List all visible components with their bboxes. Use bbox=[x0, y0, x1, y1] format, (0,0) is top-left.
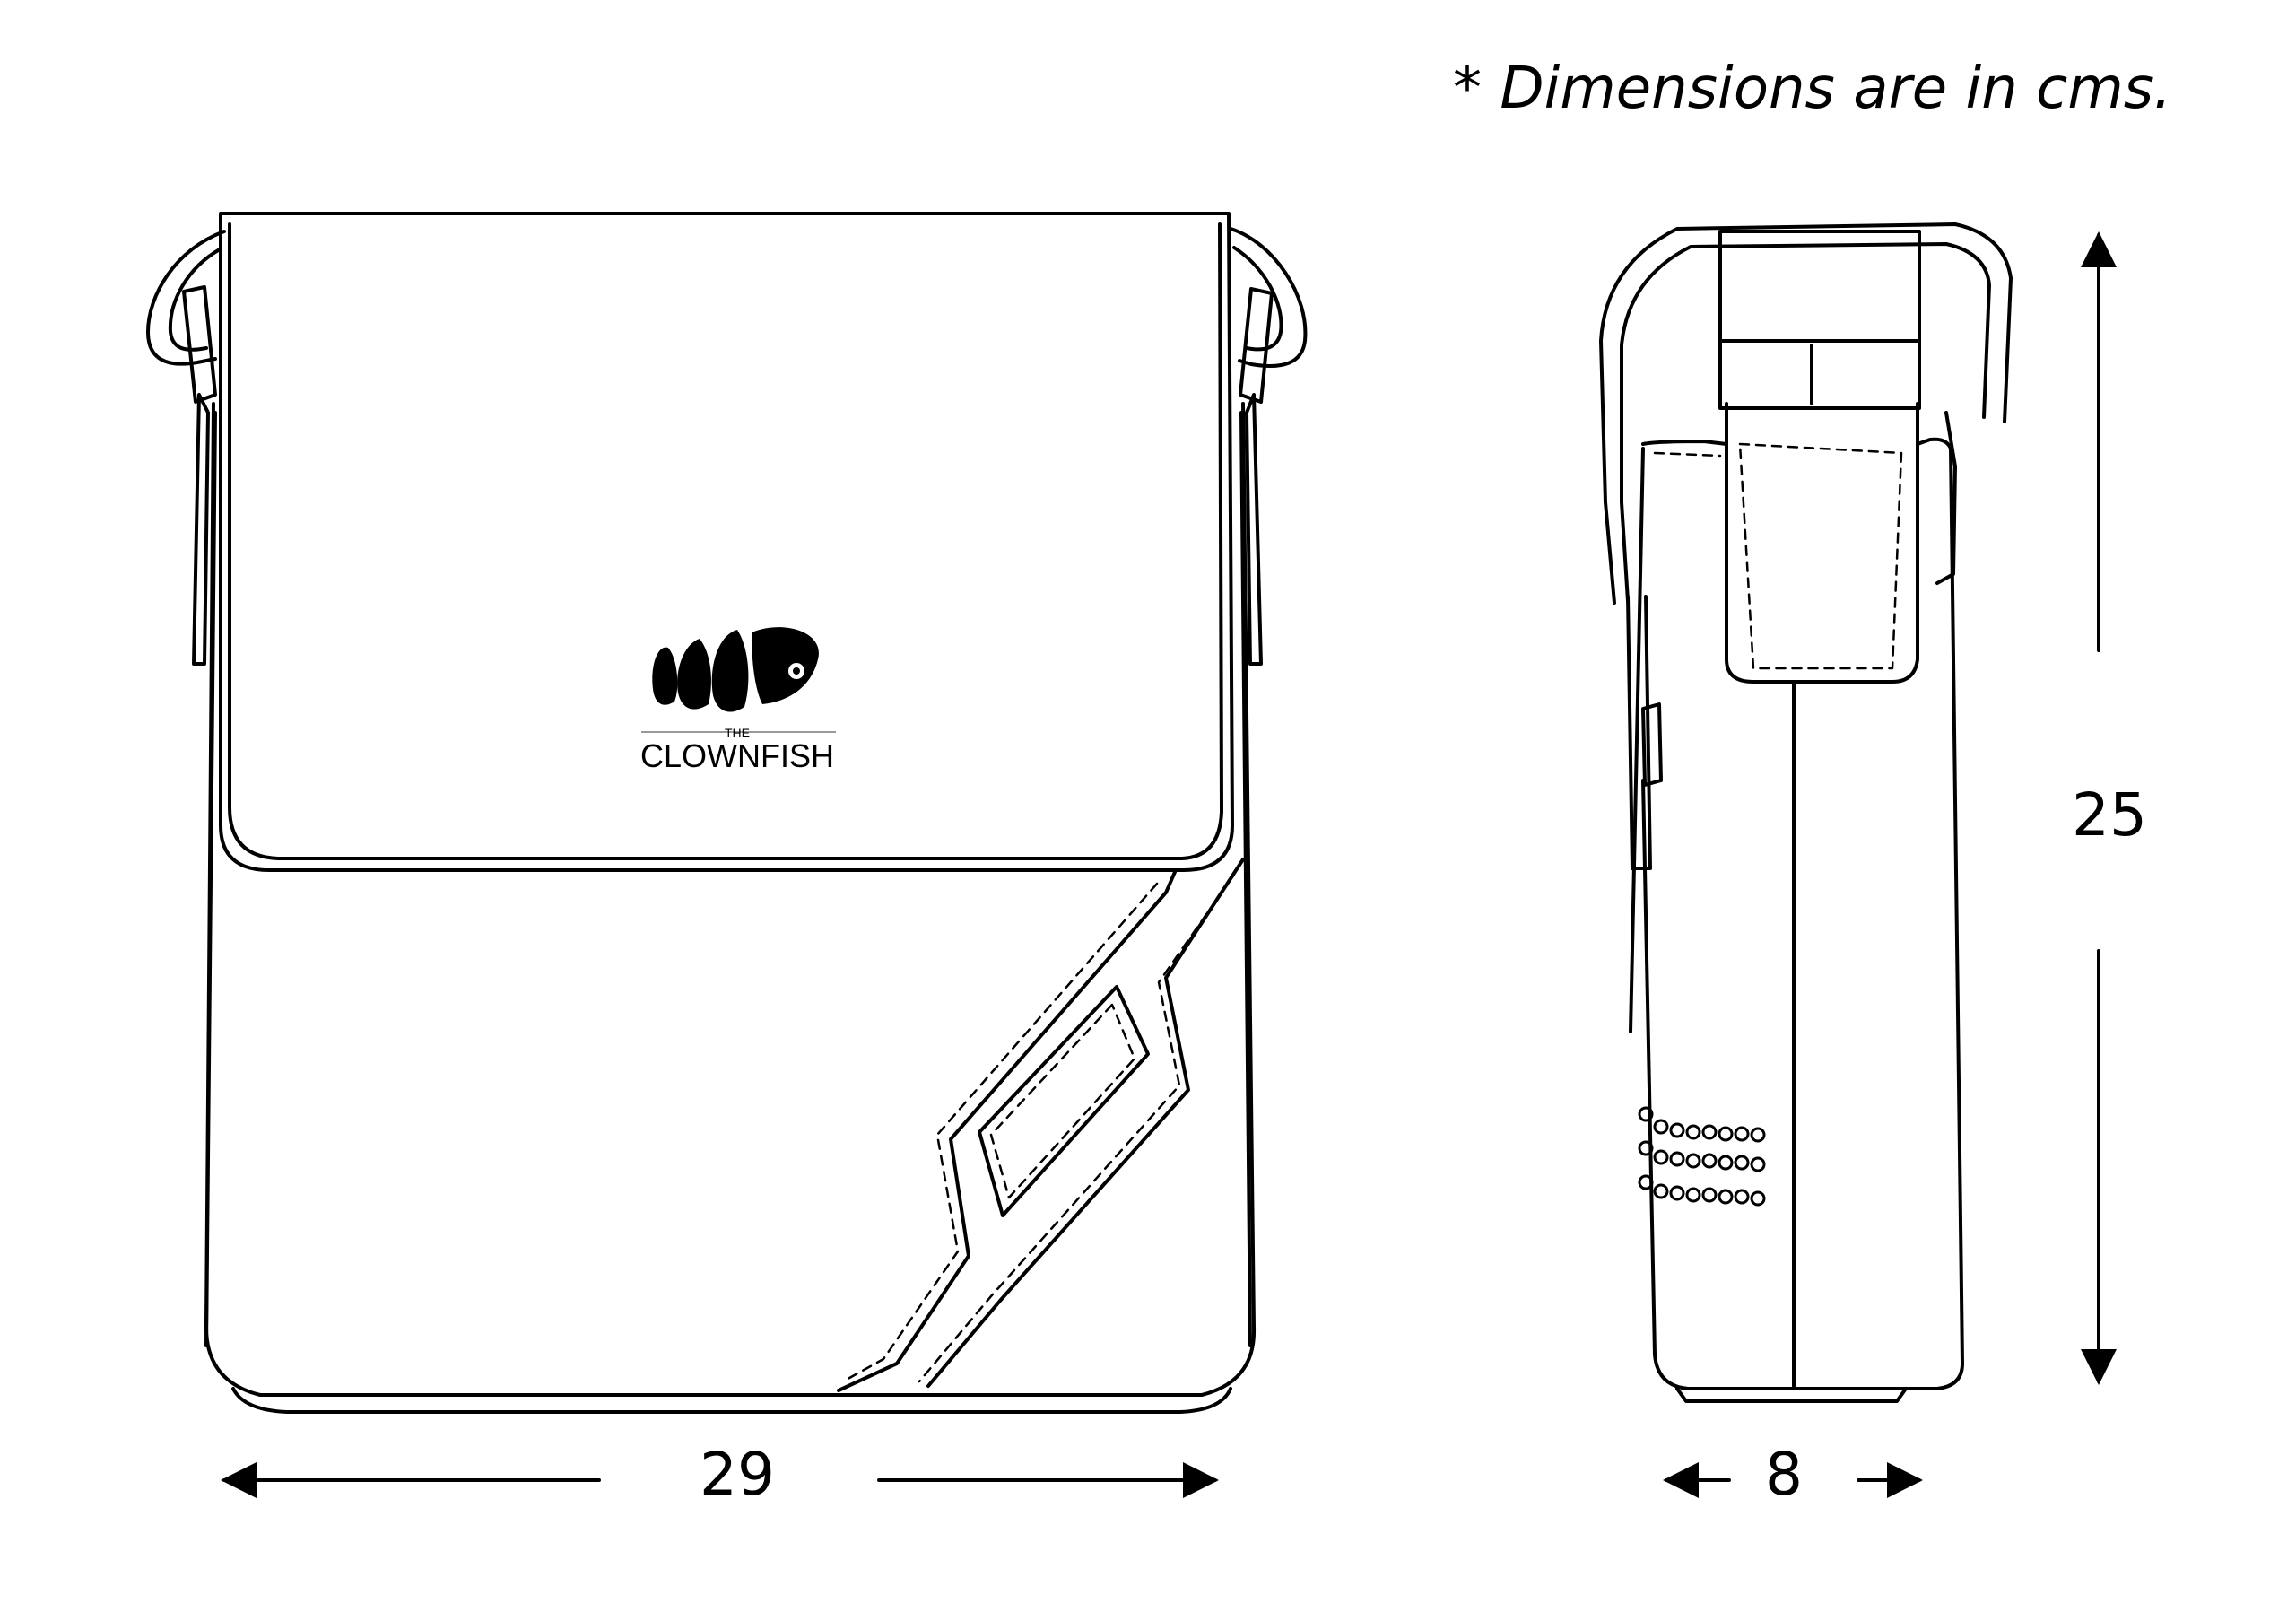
side-hanging-strap bbox=[1626, 595, 1652, 870]
front-trim-outer bbox=[837, 870, 1177, 1392]
front-right-strap-inner bbox=[1232, 246, 1283, 352]
front-body-outline bbox=[204, 402, 1257, 1397]
front-trim-inner bbox=[926, 858, 1245, 1388]
side-strap-tab-stitch bbox=[1738, 442, 1903, 670]
front-base bbox=[231, 1387, 1232, 1414]
front-right-side-edge bbox=[1239, 411, 1252, 1347]
side-eyelets bbox=[1638, 1106, 1766, 1207]
front-left-buckle bbox=[182, 285, 217, 404]
side-base bbox=[1675, 1387, 1908, 1403]
side-body-left-edge bbox=[1629, 447, 1645, 1033]
depth-dimension-label: 8 bbox=[1765, 1440, 1803, 1509]
clownfish-logo: THE CLOWNFISH bbox=[640, 627, 836, 774]
front-right-buckle bbox=[1239, 287, 1274, 404]
side-view bbox=[1599, 222, 2013, 1403]
front-left-strap-loop bbox=[146, 230, 226, 366]
height-dimension-label: 25 bbox=[2072, 780, 2147, 850]
side-body-outline bbox=[1641, 437, 1964, 1390]
side-strap-tab bbox=[1725, 402, 1919, 684]
side-top-stitch bbox=[1653, 451, 1722, 458]
front-right-side-panel bbox=[1245, 393, 1263, 666]
side-strap-inner bbox=[1620, 242, 1991, 603]
front-pocket bbox=[978, 985, 1150, 1217]
front-left-side-panel bbox=[192, 393, 210, 666]
side-strap-outer bbox=[1599, 222, 2013, 605]
front-trim-stitch-1 bbox=[841, 882, 1159, 1383]
front-view bbox=[146, 212, 1308, 1414]
front-right-strap-loop bbox=[1229, 227, 1308, 368]
front-flap-outline bbox=[219, 212, 1234, 872]
width-dimension-label: 29 bbox=[700, 1440, 775, 1509]
front-trim-stitch-2 bbox=[918, 873, 1236, 1383]
logo-small-text: THE bbox=[725, 726, 750, 740]
front-flap-inner-edge bbox=[228, 222, 1223, 860]
side-strap-block bbox=[1718, 230, 1921, 410]
clownfish-icon bbox=[652, 627, 819, 712]
front-left-strap-inner bbox=[168, 248, 222, 352]
dimensions-note: * Dimensions are in cms. bbox=[1453, 56, 2172, 122]
side-right-hardware bbox=[1935, 411, 1957, 585]
logo-brand-name: CLOWNFISH bbox=[640, 737, 834, 774]
dimension-arrows bbox=[221, 231, 2117, 1498]
front-pocket-stitch bbox=[989, 1003, 1136, 1199]
side-strap-clip bbox=[1641, 702, 1663, 787]
